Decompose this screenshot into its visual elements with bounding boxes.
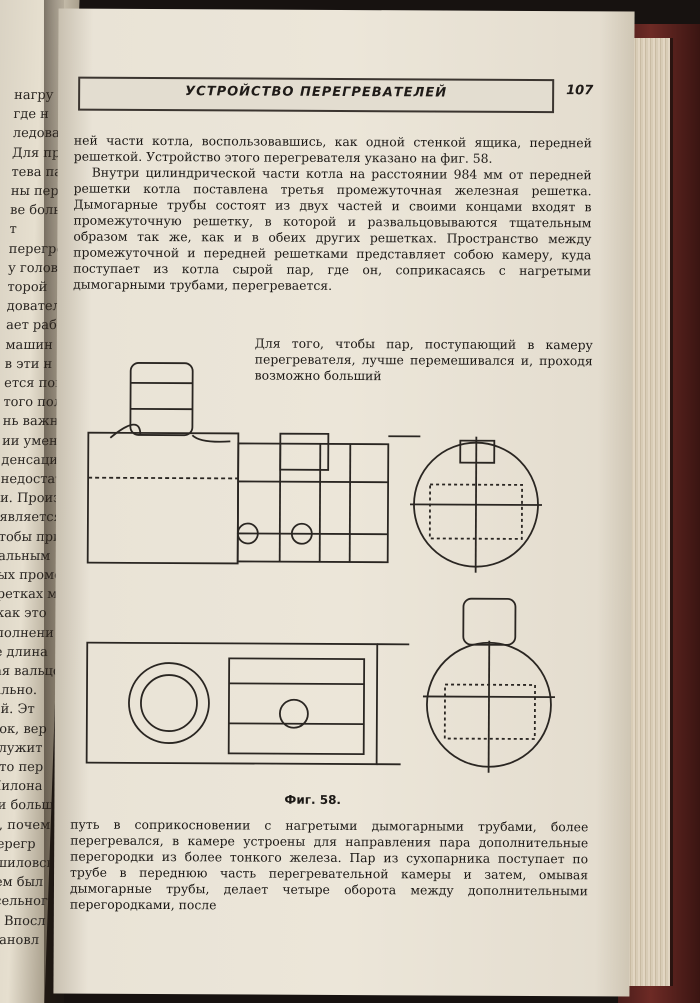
flange-left: [236, 522, 259, 545]
left-page-fragment: перегр: [0, 836, 36, 852]
left-page-fragment: ой. Эт: [0, 702, 35, 718]
steam-dome: [129, 362, 194, 437]
superheater-chamber-plan: [227, 657, 366, 756]
steam-dome-front: [462, 597, 517, 646]
smokebox-door: [128, 662, 210, 744]
left-page-fragment: становл: [0, 932, 40, 948]
running-header: УСТРОЙСТВО ПЕРЕГРЕВАТЕЛЕЙ: [78, 76, 555, 114]
left-page-fragment: кем был: [0, 875, 44, 891]
left-page-fragment: ы. Впосл: [0, 913, 46, 929]
left-page-fragment: служит: [0, 740, 43, 756]
paragraph-2: Внутри цилиндрической части котла на рас…: [73, 164, 592, 293]
superheater-chamber-side: [236, 442, 390, 564]
left-page-fragment: Пилона: [0, 779, 43, 795]
text-block-bottom: путь в соприкосновении с нагретыми дымог…: [70, 817, 588, 916]
page-edges: [628, 38, 673, 986]
left-page-fragment: торой: [7, 280, 48, 295]
paragraph-1: ней части котла, воспользовавшись, как о…: [73, 132, 592, 166]
left-page-fragment: ы, почем: [0, 817, 51, 833]
paragraph-3: путь в соприкосновении с нагретыми дымог…: [69, 816, 589, 913]
left-page-fragment: т: [9, 222, 17, 238]
technical-drawing: [79, 343, 581, 776]
left-page-fragment: ально.: [0, 683, 38, 699]
boiler-superheater-drawing: [85, 362, 555, 773]
figure-caption: Фиг. 58.: [284, 792, 342, 807]
right-page: УСТРОЙСТВО ПЕРЕГРЕВАТЕЛЕЙ 107 ней части …: [53, 8, 635, 997]
valve-assembly: [279, 432, 330, 471]
running-header-title: УСТРОЙСТВО ПЕРЕГРЕВАТЕЛЕЙ: [185, 84, 448, 101]
page-number: 107: [566, 83, 594, 99]
boiler-barrel-side: [86, 431, 240, 565]
left-page-fragment: е длина: [0, 644, 49, 660]
left-page-fragment: ток, вер: [0, 721, 48, 737]
flange-right: [290, 522, 313, 545]
text-block-top: ней части котла, воспользовавшись, как о…: [73, 133, 592, 296]
boiler-plan-view: [85, 641, 379, 766]
left-page-fragment: что пер: [0, 760, 44, 775]
left-page-fragment: альным: [0, 548, 51, 564]
left-page-fragment: как это: [0, 606, 47, 622]
